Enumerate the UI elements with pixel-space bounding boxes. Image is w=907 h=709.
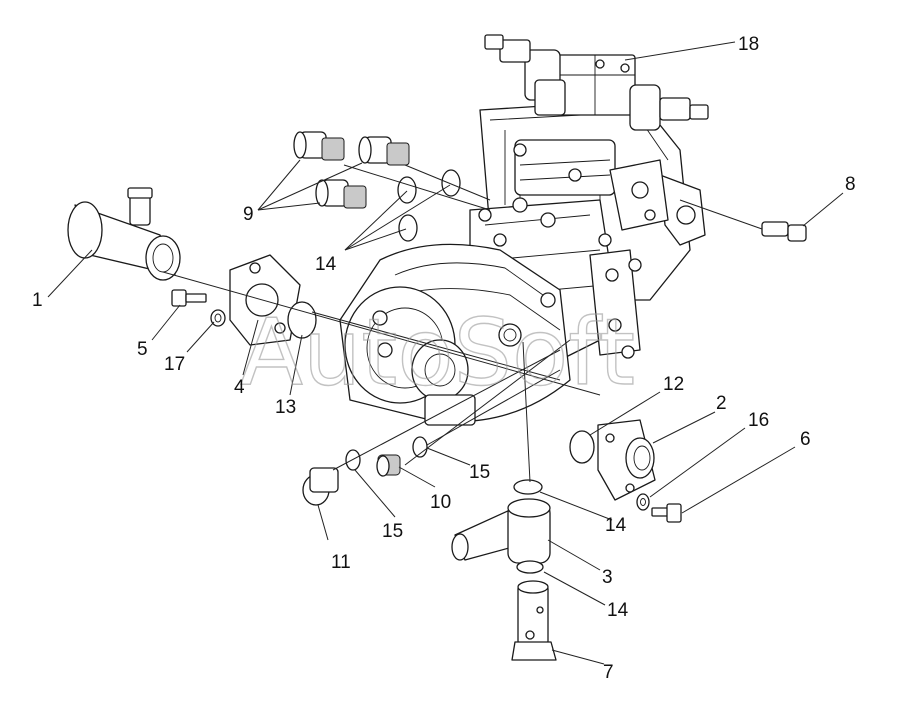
callout-10: 10 bbox=[430, 492, 451, 513]
part-8-plug bbox=[761, 221, 807, 242]
callout-18: 18 bbox=[738, 34, 759, 55]
callout-17: 17 bbox=[164, 354, 185, 375]
part-15-seal-left bbox=[345, 449, 361, 471]
part-18-solenoid-valve bbox=[484, 34, 709, 131]
callout-9: 9 bbox=[243, 204, 254, 225]
callout-14-middle: 14 bbox=[605, 515, 627, 536]
part-4-flange bbox=[229, 254, 301, 346]
callout-13: 13 bbox=[275, 397, 296, 418]
part-17-washer bbox=[210, 309, 226, 327]
watermark-text: AutoSoft bbox=[240, 299, 635, 406]
part-6-bolt bbox=[651, 503, 682, 523]
part-7-banjo-bolt bbox=[511, 580, 557, 661]
part-14-seal-upper bbox=[513, 479, 543, 495]
part-9-fittings bbox=[293, 131, 410, 209]
leader-lines bbox=[47, 41, 844, 665]
callout-16: 16 bbox=[748, 410, 769, 431]
part-12-o-ring bbox=[569, 430, 595, 464]
callout-12: 12 bbox=[663, 374, 684, 395]
callout-labels: 1 2 3 4 5 6 7 8 9 10 11 12 13 14 14 14 1… bbox=[32, 34, 856, 683]
callout-14-lower: 14 bbox=[607, 600, 629, 621]
callout-6: 6 bbox=[800, 429, 811, 450]
callout-4: 4 bbox=[234, 377, 245, 398]
part-13-o-ring bbox=[287, 301, 317, 339]
part-14-o-rings bbox=[397, 169, 461, 242]
callout-15-left: 15 bbox=[382, 521, 403, 542]
part-5-bolt bbox=[171, 289, 207, 307]
callout-14-upper: 14 bbox=[315, 254, 337, 275]
part-2-flange bbox=[597, 419, 656, 501]
callout-15-right: 15 bbox=[469, 462, 490, 483]
callout-1: 1 bbox=[32, 290, 43, 311]
pump-assembly bbox=[339, 99, 706, 426]
callout-5: 5 bbox=[137, 339, 148, 360]
part-14-seal-lower bbox=[516, 560, 544, 574]
part-15-seal-right bbox=[412, 436, 428, 458]
part-11-fitting bbox=[302, 467, 339, 506]
part-3-elbow bbox=[451, 498, 551, 564]
callout-7: 7 bbox=[603, 662, 614, 683]
callout-11: 11 bbox=[331, 552, 351, 573]
callout-2: 2 bbox=[716, 393, 727, 414]
part-1-tee-pipe bbox=[67, 187, 181, 281]
part-10-nipple bbox=[376, 454, 401, 477]
callout-8: 8 bbox=[845, 174, 856, 195]
part-16-washer bbox=[636, 493, 650, 511]
callout-3: 3 bbox=[602, 567, 613, 588]
